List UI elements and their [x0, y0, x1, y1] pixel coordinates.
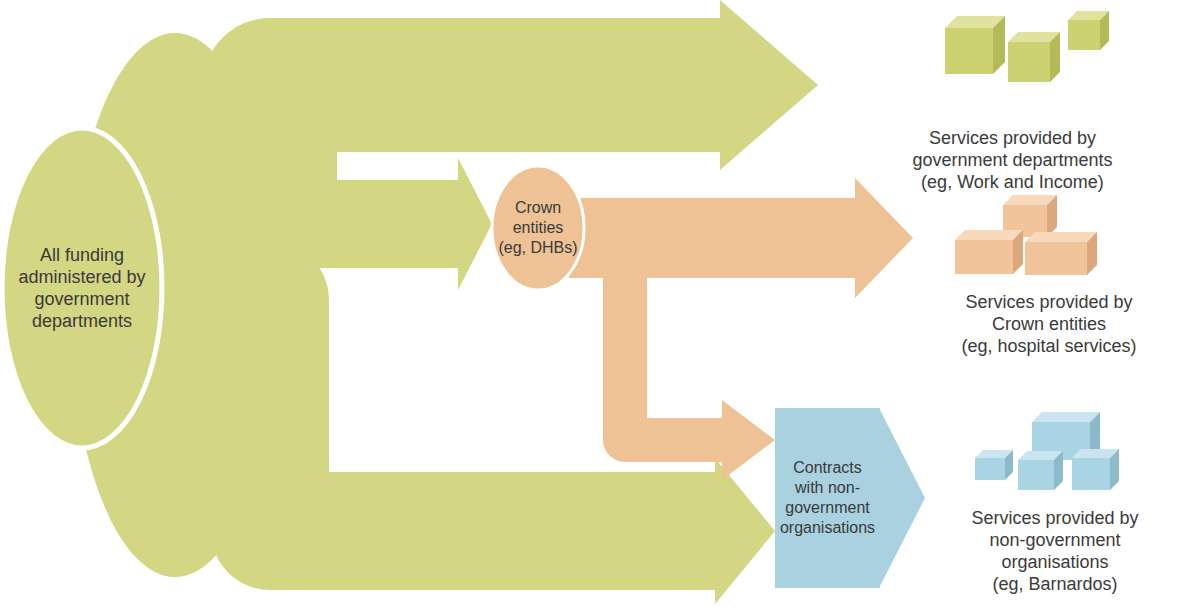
cube-face	[1087, 232, 1097, 275]
cube-face	[1013, 230, 1023, 274]
text-line: (eg, Work and Income)	[912, 171, 1112, 193]
arrow-head	[720, 0, 818, 170]
text-line: administered by	[18, 266, 145, 288]
cube-face	[1032, 412, 1100, 422]
node-text: Services provided by non-government orga…	[971, 507, 1138, 595]
node-text: All funding administered by government d…	[18, 244, 145, 332]
cube-face	[1047, 195, 1057, 237]
node-text: Crown entities (eg, DHBs)	[498, 198, 577, 258]
text-line: organisations	[971, 551, 1138, 573]
orange-cubes	[955, 195, 1097, 275]
flow-arrow	[132, 0, 818, 210]
arrow-head	[855, 178, 913, 298]
cube-face	[975, 458, 1005, 480]
funding-ellipse: All funding administered by government d…	[2, 128, 162, 448]
blue-cubes	[975, 412, 1119, 490]
cube-face	[1005, 450, 1013, 480]
cube-face	[1025, 232, 1097, 242]
arrow-head	[722, 400, 775, 480]
funding-ellipse-outline	[2, 128, 162, 448]
service-group: Services provided by government departme…	[818, 5, 1185, 195]
text-line: Services provided by	[961, 291, 1136, 313]
text-line: Crown entities	[961, 313, 1136, 335]
text-line: non-government	[971, 529, 1138, 551]
cube-face	[955, 230, 1023, 240]
flow-arrow	[569, 250, 775, 480]
cube-face	[1008, 42, 1050, 82]
cube-face	[1054, 451, 1063, 490]
cube-face	[955, 240, 1013, 274]
cube-face	[1072, 458, 1110, 490]
cube-face	[1018, 460, 1054, 490]
contract-arrow-box: Contracts with non-government organisati…	[775, 408, 880, 588]
green-cubes	[945, 11, 1109, 82]
ellipse-shape	[492, 166, 584, 290]
box-shape	[775, 408, 880, 588]
text-line: organisations	[778, 518, 878, 538]
text-line: government	[18, 288, 145, 310]
cube-face	[1100, 11, 1109, 50]
node-text: Contracts with non-government organisati…	[778, 458, 878, 538]
arrow-head	[458, 158, 492, 290]
text-line: (eg, Barnardos)	[971, 573, 1138, 595]
service-group: Services provided by non-government orga…	[925, 412, 1185, 607]
cube-face	[945, 28, 993, 74]
flow-arrow	[879, 408, 925, 588]
text-line: Services provided by	[971, 507, 1138, 529]
node-text: Services provided by Crown entities (eg,…	[961, 291, 1136, 357]
text-line: (eg, DHBs)	[498, 238, 577, 258]
ellipse-shape	[2, 128, 162, 448]
contract-arrow-box-outline	[775, 408, 880, 588]
text-line: departments	[18, 310, 145, 332]
node-text: Services provided by government departme…	[912, 127, 1112, 193]
cube-face	[1068, 20, 1100, 50]
arrow-head	[879, 408, 925, 588]
crown-entity-ellipse: Crown entities (eg, DHBs)	[492, 166, 584, 290]
flow-band	[569, 250, 722, 440]
text-line: All funding	[18, 244, 145, 266]
text-line: government departments	[912, 149, 1112, 171]
text-line: Crown	[498, 198, 577, 218]
cube-face	[1025, 242, 1087, 275]
service-group: Services provided by Crown entities (eg,…	[913, 195, 1185, 355]
text-line: entities	[498, 218, 577, 238]
arrow-head	[715, 458, 775, 604]
cube-face	[1110, 449, 1119, 490]
text-line: Services provided by	[912, 127, 1112, 149]
text-line: with non-government	[778, 478, 878, 518]
text-line: (eg, hospital services)	[961, 335, 1136, 357]
cube-face	[1050, 32, 1060, 82]
text-line: Contracts	[778, 458, 878, 478]
cube-face	[993, 16, 1005, 74]
